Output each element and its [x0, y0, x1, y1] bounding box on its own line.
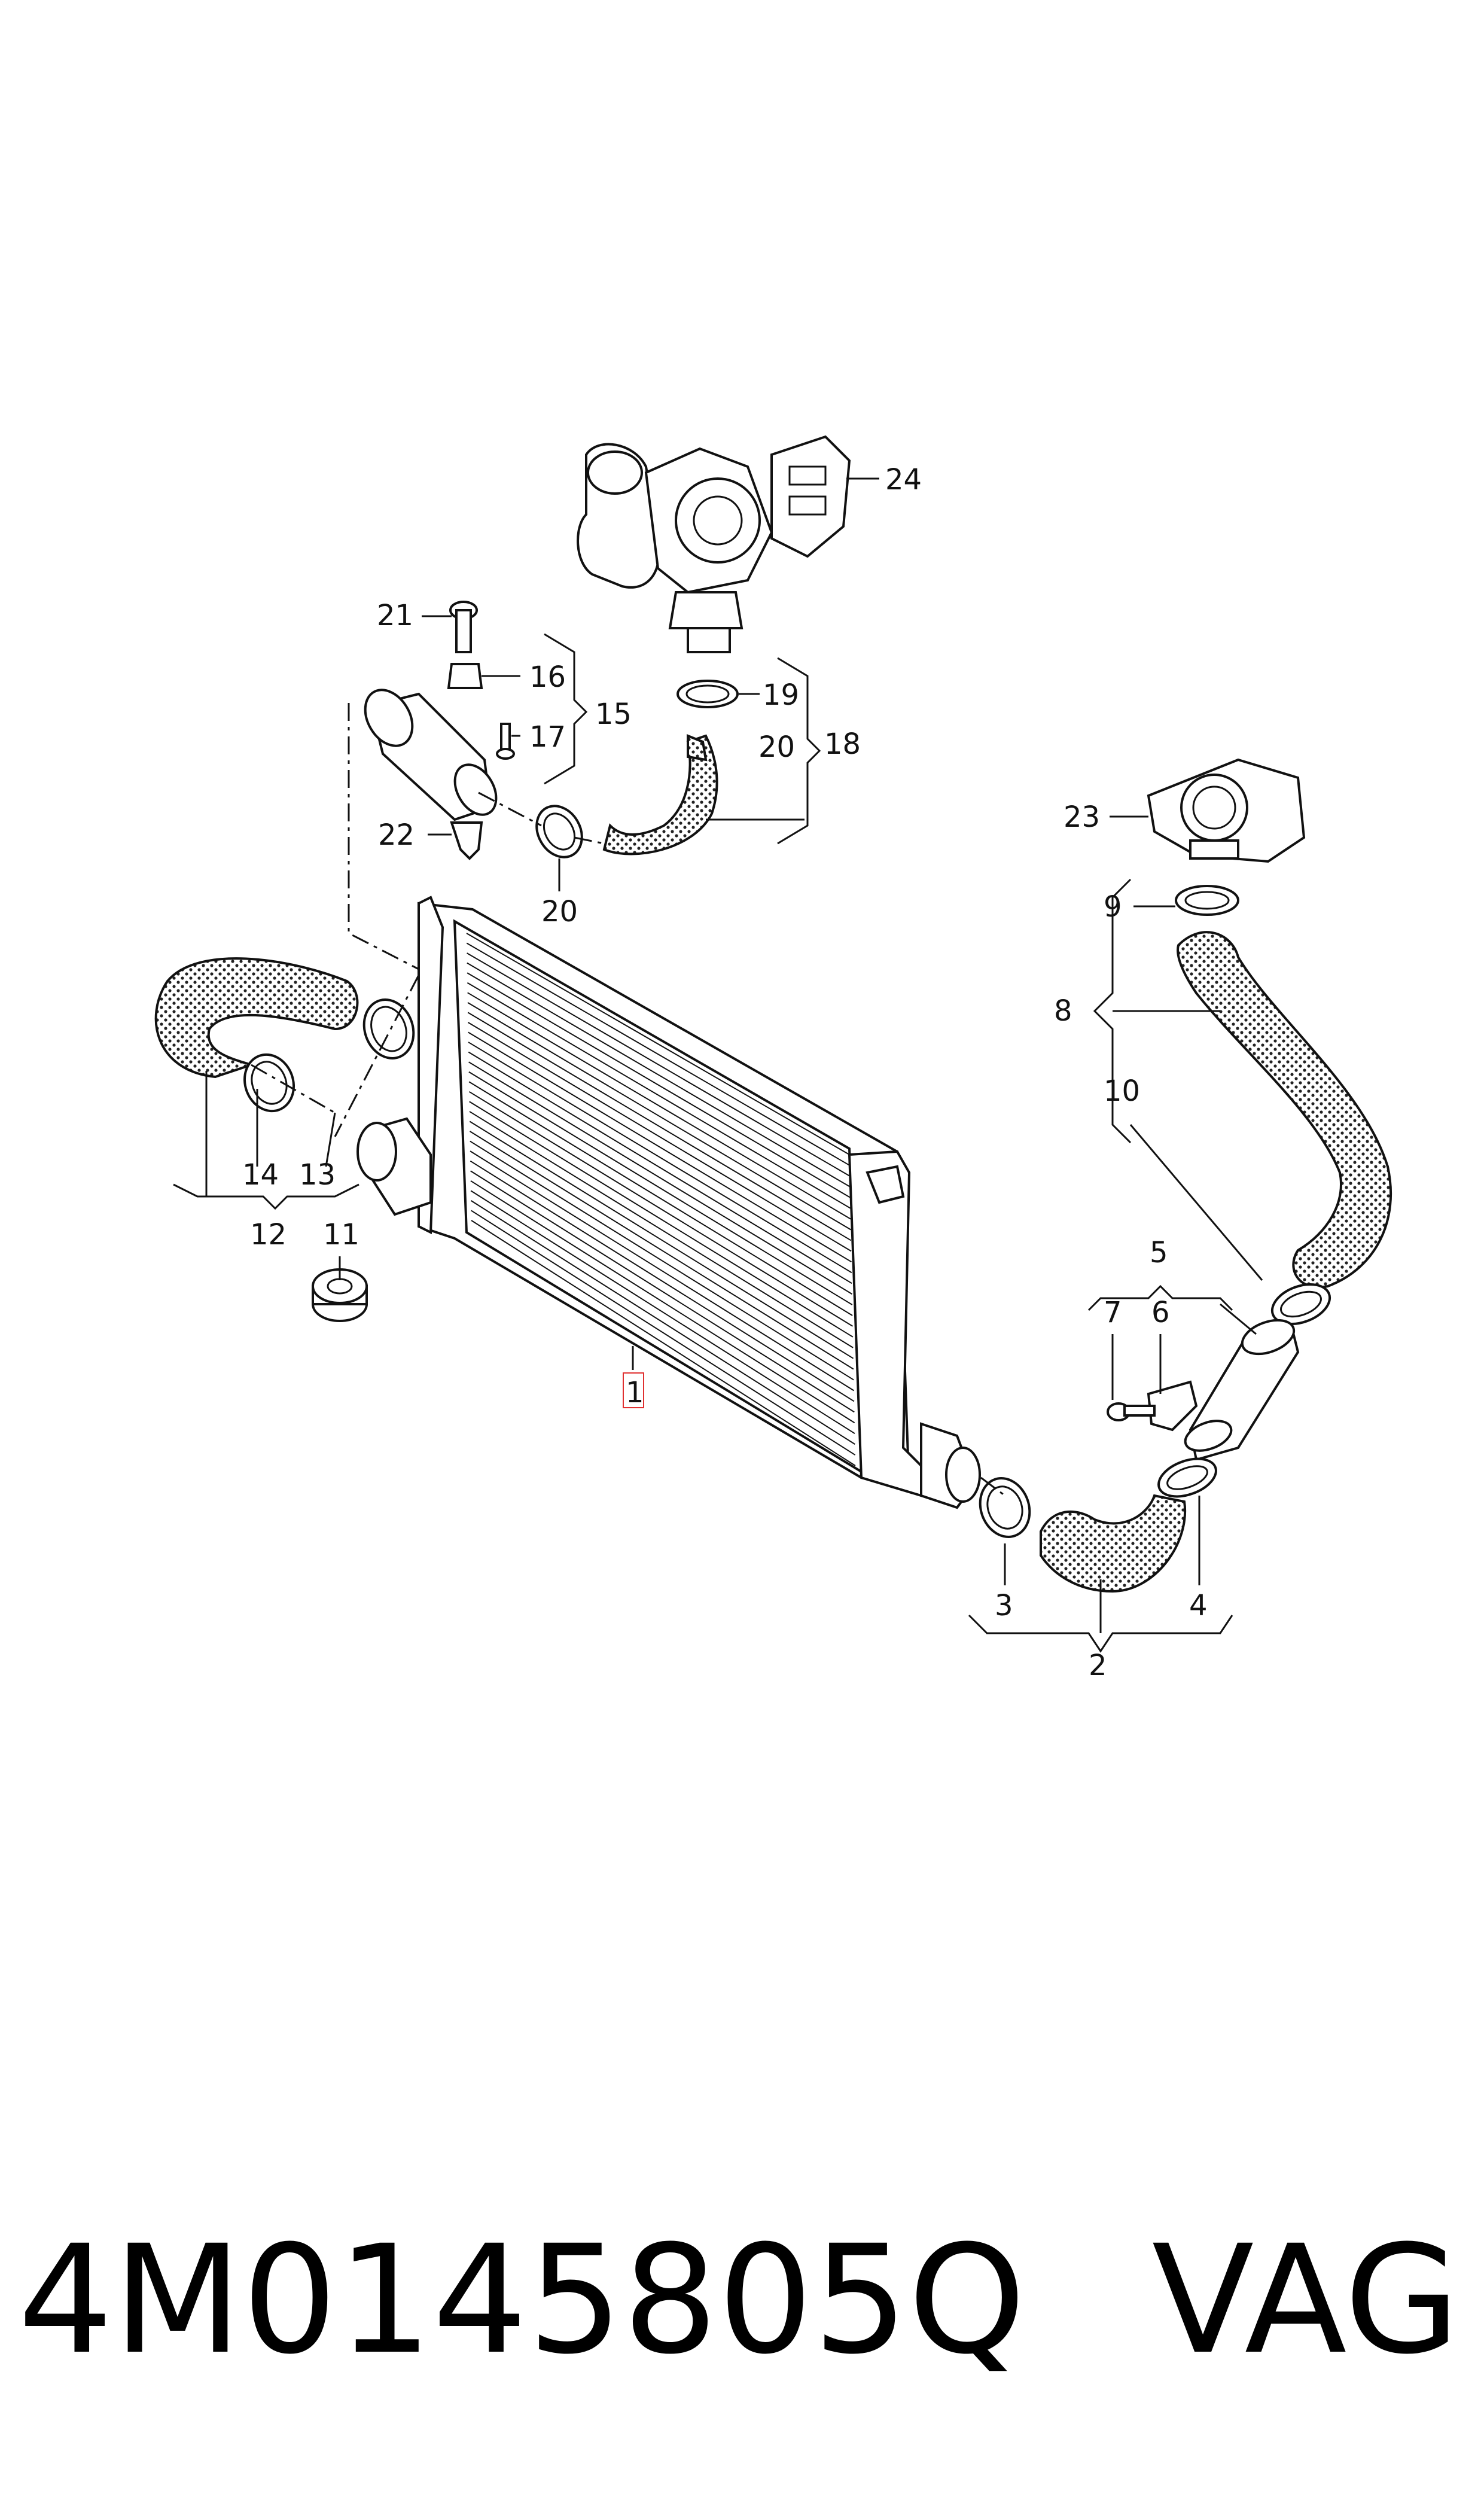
hose-18-end	[687, 734, 708, 762]
leader-lines	[173, 477, 1263, 1653]
intercooler-core-fins	[466, 933, 856, 1466]
core-fin-line	[471, 1210, 856, 1456]
core-fin-line	[467, 952, 851, 1177]
clamp-13	[362, 998, 415, 1059]
callout-4: 4	[1189, 1589, 1208, 1622]
clamp-14	[243, 1053, 295, 1113]
hose-12	[154, 957, 359, 1079]
callout-7: 7	[1104, 1296, 1122, 1329]
callout-15: 15	[595, 698, 632, 731]
outlet-spigot	[920, 1422, 981, 1509]
core-fin-line	[471, 1220, 856, 1466]
callout-20-lower: 20	[541, 895, 578, 928]
core-fin-line	[467, 1002, 851, 1231]
hose-8	[1177, 931, 1392, 1289]
core-fin-line	[470, 1190, 855, 1435]
callout-1-box	[623, 1372, 644, 1408]
core-fin-line	[470, 1150, 855, 1392]
brand-name: VAG	[1151, 2213, 1460, 2387]
core-fin-line	[467, 972, 851, 1198]
callout-22: 22	[378, 818, 415, 852]
bolt-21	[449, 601, 478, 653]
core-fin-line	[470, 1180, 855, 1424]
core-fin-line	[469, 1121, 854, 1359]
pipe-15	[364, 689, 498, 821]
core-fin-line	[468, 1081, 853, 1316]
nut-16	[447, 663, 483, 689]
plug-22	[450, 821, 483, 860]
grommet-11	[312, 1268, 368, 1322]
hose-18	[602, 734, 718, 855]
callout-19: 19	[763, 678, 799, 712]
callout-2: 2	[1089, 1649, 1107, 1682]
core-fin-line	[467, 1012, 852, 1241]
core-fin-line	[468, 1071, 853, 1305]
callout-10: 10	[1104, 1074, 1140, 1108]
callout-24: 24	[885, 463, 922, 497]
core-fin-line	[470, 1200, 855, 1445]
callout-8: 8	[1054, 994, 1072, 1028]
inlet-spigot	[356, 1117, 432, 1216]
callout-3: 3	[995, 1589, 1013, 1622]
core-fin-line	[469, 1101, 854, 1338]
callout-5: 5	[1150, 1236, 1168, 1269]
callout-23: 23	[1064, 800, 1100, 834]
core-fin-line	[470, 1140, 854, 1381]
parts-diagram: 1 2 3 4 5 6 7 8 9 10 11 12 13 14 15 16 1…	[154, 435, 1392, 1682]
throttle-body-23	[1147, 758, 1306, 863]
callout-17: 17	[529, 720, 566, 754]
core-fin-line	[468, 1091, 854, 1327]
clamp-10	[1270, 1283, 1331, 1325]
core-fin-line	[466, 933, 850, 1155]
callout-18: 18	[824, 727, 861, 761]
callout-12: 12	[250, 1218, 287, 1252]
clamp-9	[1175, 885, 1239, 916]
clamp-19	[677, 680, 739, 708]
callout-labels: 1 2 3 4 5 6 7 8 9 10 11 12 13 14 15 16 1…	[242, 463, 1208, 1682]
core-fin-line	[467, 962, 851, 1188]
core-fin-line	[467, 982, 851, 1209]
core-fin-line	[467, 1022, 852, 1252]
core-fin-line	[469, 1131, 854, 1370]
pin-17	[496, 723, 515, 760]
core-fin-line	[469, 1111, 854, 1348]
core-fin-line	[468, 1061, 853, 1295]
hose-2	[1040, 1494, 1187, 1593]
callout-14: 14	[242, 1158, 279, 1192]
clamp-3	[979, 1477, 1031, 1538]
intercooler	[418, 896, 971, 1497]
core-fin-line	[468, 1051, 852, 1284]
core-fin-line	[468, 1031, 852, 1263]
callout-11: 11	[323, 1218, 359, 1252]
clamp-20-lower	[535, 805, 583, 858]
callout-13: 13	[299, 1158, 336, 1192]
bolt-7	[1107, 1402, 1156, 1421]
pipe-5	[1184, 1319, 1300, 1462]
core-fin-line	[466, 942, 850, 1166]
core-fin-line	[467, 992, 851, 1220]
callout-20-upper: 20	[758, 730, 795, 764]
turbocharger-24	[577, 435, 851, 653]
clamp-4	[1157, 1457, 1217, 1498]
callout-1: 1	[626, 1376, 644, 1409]
part-number: 4M0145805Q	[18, 2213, 1026, 2387]
callout-21: 21	[377, 599, 413, 632]
core-fin-line	[470, 1170, 855, 1413]
callout-6: 6	[1151, 1296, 1170, 1329]
callout-16: 16	[529, 660, 566, 694]
callout-9: 9	[1104, 890, 1122, 924]
core-fin-line	[470, 1160, 855, 1402]
core-fin-line	[468, 1042, 852, 1274]
